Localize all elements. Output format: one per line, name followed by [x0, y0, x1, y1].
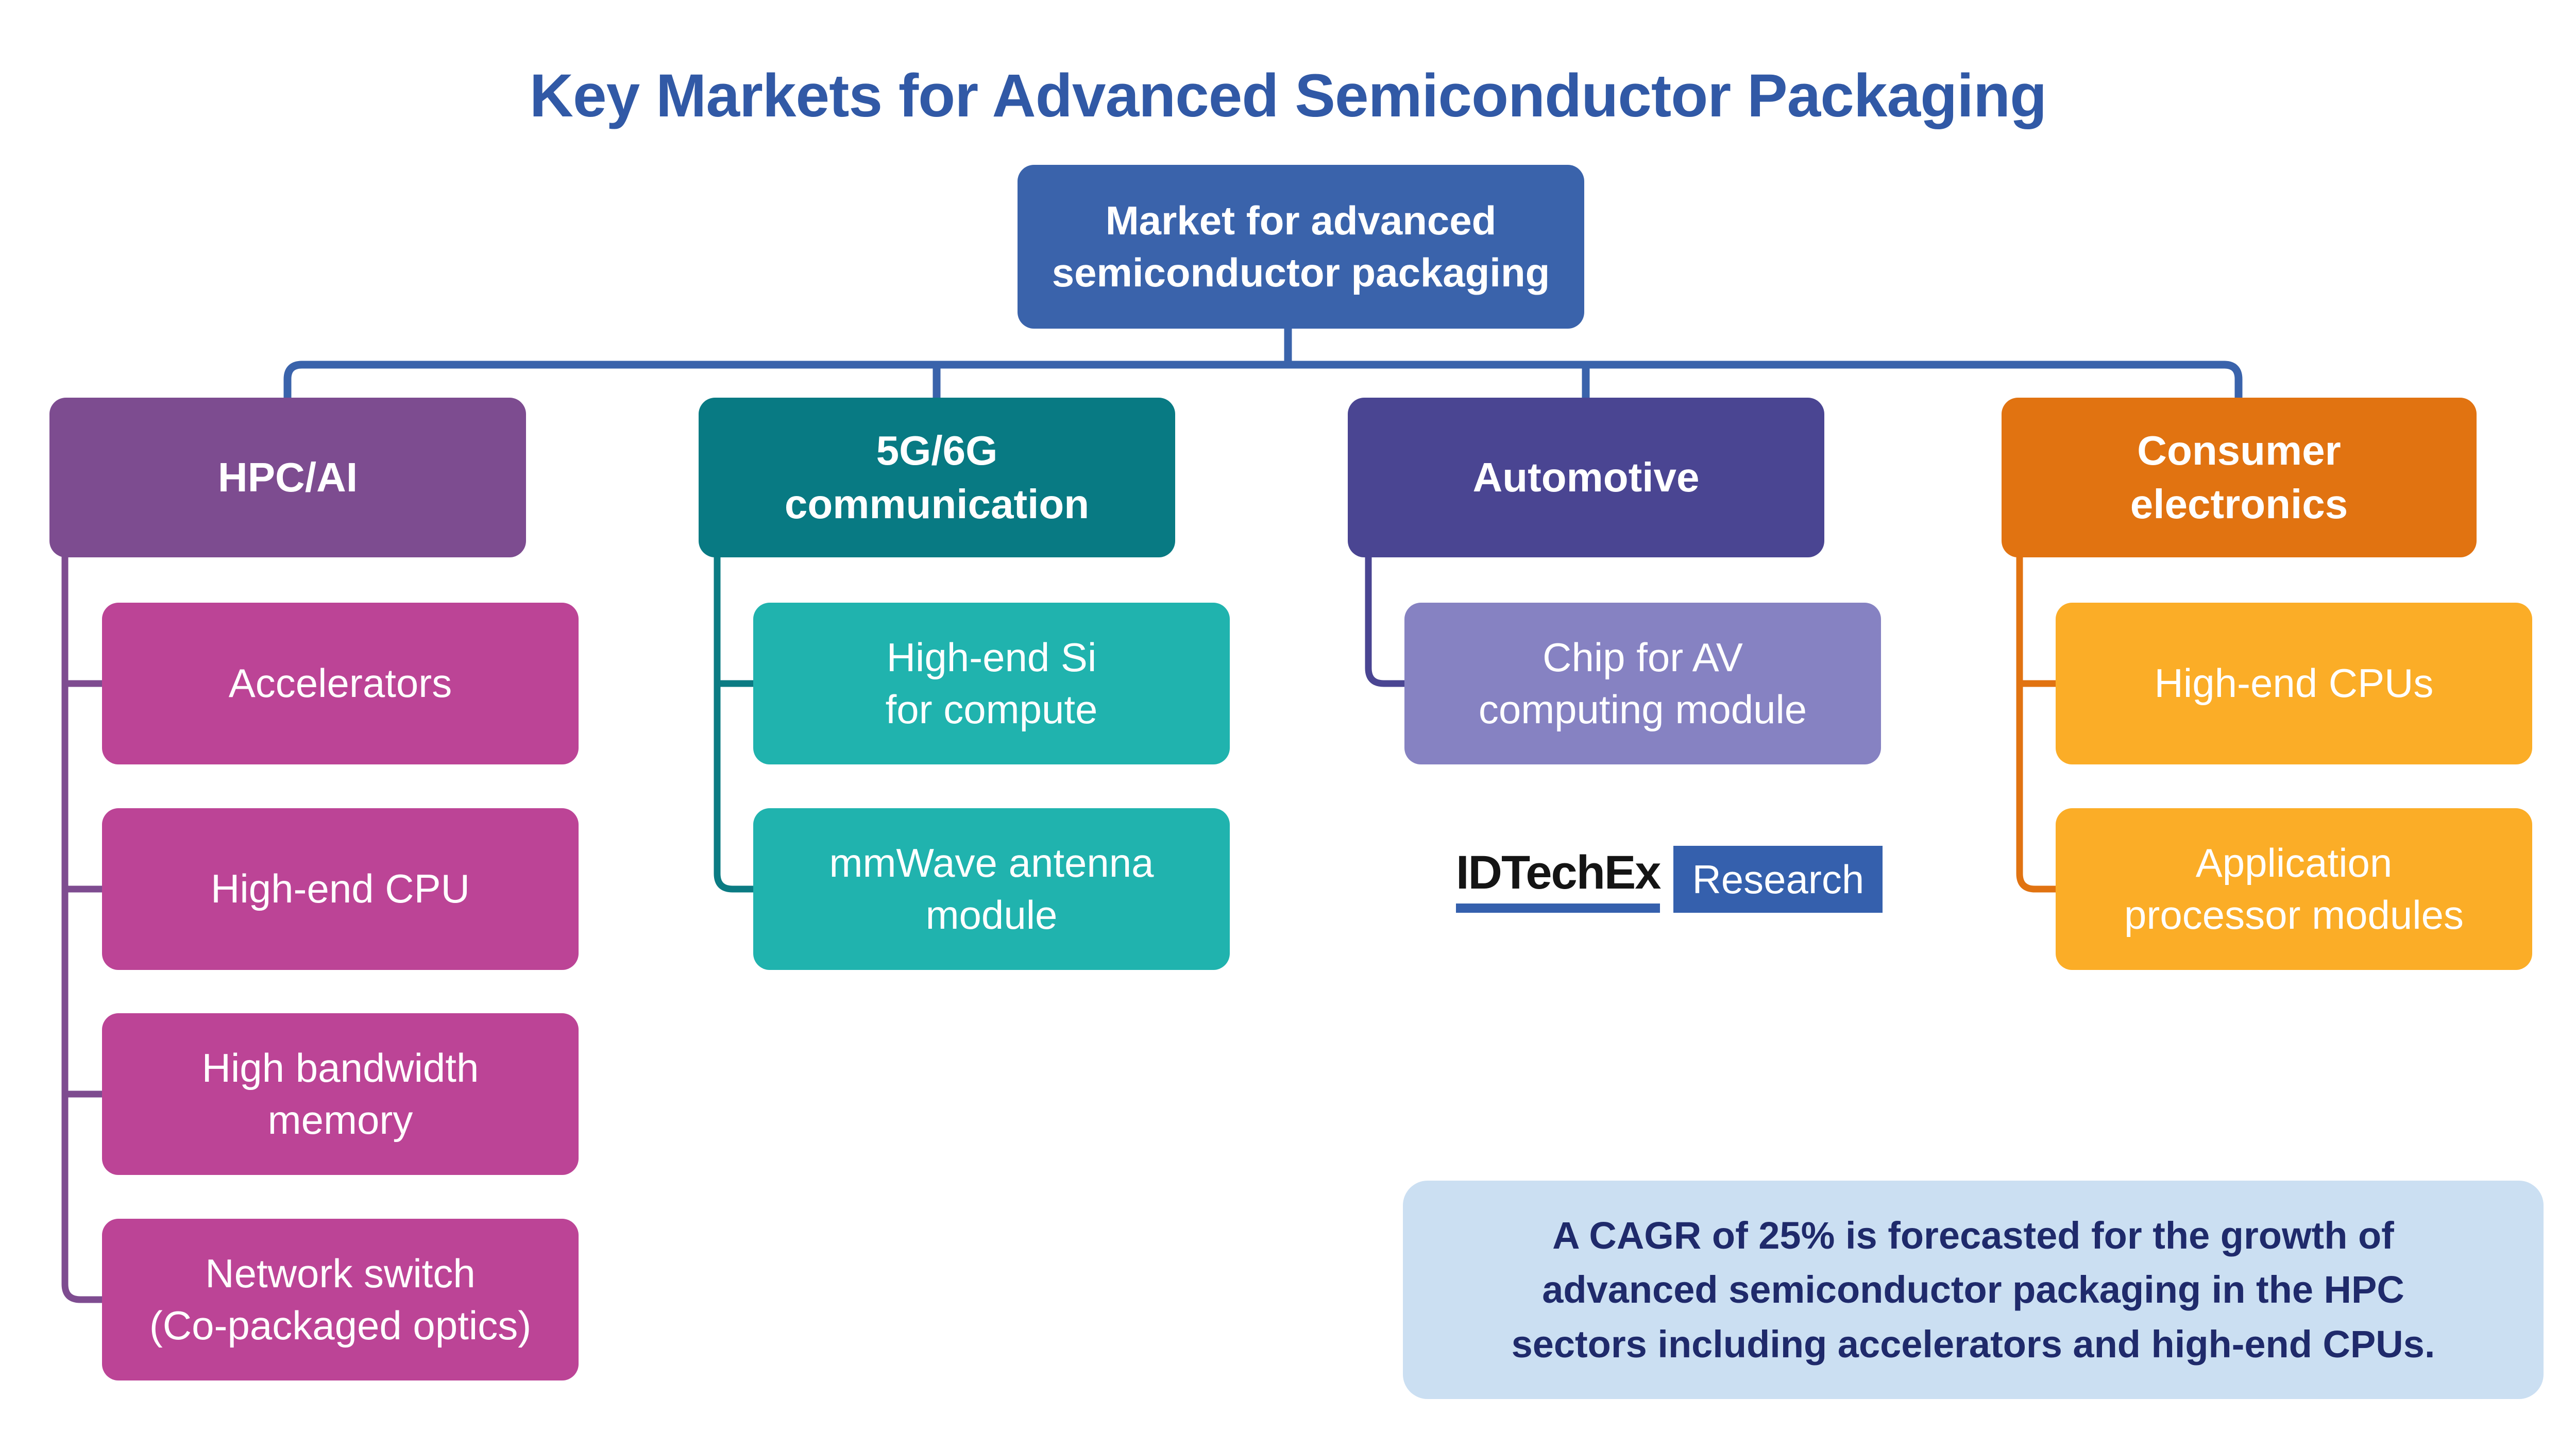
cagr-callout: A CAGR of 25% is forecasted for the grow…: [1403, 1181, 2544, 1399]
connector-automotive-branch: [1365, 546, 1406, 687]
node-accelerators: Accelerators: [102, 603, 579, 764]
node-header-automotive-label: Automotive: [1472, 454, 1700, 500]
node-header-automotive: Automotive: [1348, 398, 1824, 557]
node-application-processor-modules-label: Application processor modules: [2124, 840, 2464, 937]
idtechex-wordmark-wrap: IDTechEx: [1456, 846, 1661, 913]
node-high-end-cpus: High-end CPUs: [2056, 603, 2532, 764]
node-header-5g-6g-communication: 5G/6G communication: [699, 398, 1175, 557]
node-high-end-cpu: High-end CPU: [102, 808, 579, 970]
connector-communication-branch: [714, 546, 755, 893]
node-chip-for-av-label: Chip for AV computing module: [1478, 634, 1807, 732]
node-header-hpc-ai-label: HPC/AI: [217, 454, 358, 500]
node-header-5g-6g-label: 5G/6G communication: [784, 428, 1090, 527]
logo-underline-bar: [1456, 904, 1660, 913]
node-header-consumer-electronics: Consumer electronics: [2002, 398, 2477, 557]
node-network-switch-label: Network switch (Co-packaged optics): [149, 1250, 532, 1348]
node-header-hpc-ai: HPC/AI: [49, 398, 526, 557]
node-accelerators-label: Accelerators: [228, 660, 452, 706]
page-title: Key Markets for Advanced Semiconductor P…: [529, 62, 2047, 130]
node-high-end-si-label: High-end Si for compute: [885, 634, 1098, 732]
node-root-label: Market for advanced semiconductor packag…: [1052, 197, 1550, 295]
node-high-bandwidth-memory-label: High bandwidth memory: [201, 1045, 479, 1143]
node-high-end-si-for-compute: High-end Si for compute: [753, 603, 1230, 764]
node-network-switch: Network switch (Co-packaged optics): [102, 1219, 579, 1380]
cagr-callout-text: A CAGR of 25% is forecasted for the grow…: [1511, 1214, 2435, 1366]
connector-consumer-branch: [2016, 546, 2058, 893]
node-header-consumer-electronics-label: Consumer electronics: [2130, 428, 2348, 527]
connector-main-run: [283, 361, 2243, 400]
logo-research-badge: Research: [1673, 846, 1883, 913]
logo-research-label: Research: [1692, 856, 1865, 902]
node-high-end-cpu-label: High-end CPU: [211, 866, 470, 912]
node-mmwave-antenna-module: mmWave antenna module: [753, 808, 1230, 970]
node-high-end-cpus-label: High-end CPUs: [2154, 660, 2434, 706]
node-mmwave-antenna-label: mmWave antenna module: [829, 840, 1154, 937]
node-application-processor-modules: Application processor modules: [2056, 808, 2532, 970]
connector-hpc-branch: [61, 546, 104, 1303]
node-high-bandwidth-memory: High bandwidth memory: [102, 1013, 579, 1175]
node-root-market: Market for advanced semiconductor packag…: [1018, 165, 1584, 329]
node-chip-for-av-computing-module: Chip for AV computing module: [1404, 603, 1881, 764]
idtechex-wordmark: IDTechEx: [1456, 846, 1661, 899]
idtechex-logo: IDTechEx Research: [1456, 846, 1883, 913]
